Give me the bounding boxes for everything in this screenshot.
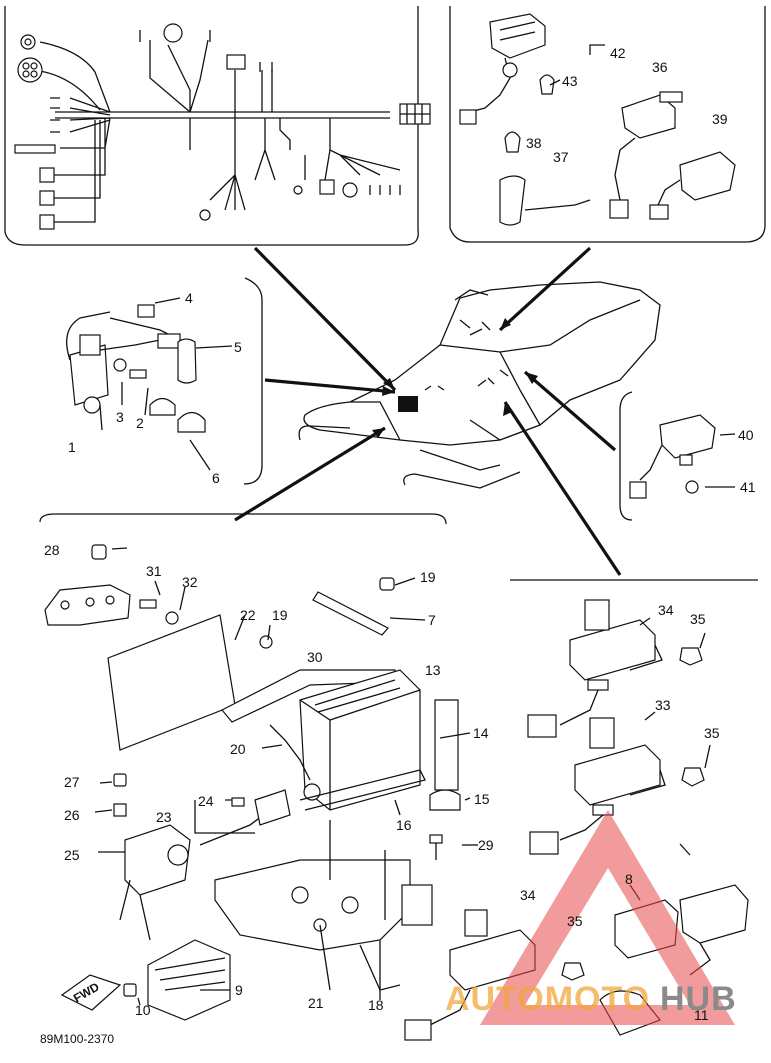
callout-34-top: 34 bbox=[658, 602, 674, 618]
part-code: 89M100-2370 bbox=[40, 1032, 114, 1046]
callout-8: 8 bbox=[625, 871, 633, 887]
callout-30: 30 bbox=[307, 649, 323, 665]
callout-21: 21 bbox=[308, 995, 324, 1011]
callout-19-mid: 19 bbox=[272, 607, 288, 623]
callout-36: 36 bbox=[652, 59, 668, 75]
callout-40: 40 bbox=[738, 427, 754, 443]
watermark-text-part2: HUB bbox=[660, 980, 737, 1018]
callout-39: 39 bbox=[712, 111, 728, 127]
snowmobile-outline bbox=[298, 281, 661, 489]
callout-10: 10 bbox=[135, 1002, 151, 1018]
callout-35-top: 35 bbox=[690, 611, 706, 627]
callout-34-bottom: 34 bbox=[520, 887, 536, 903]
ignition-coil-parts bbox=[66, 304, 206, 433]
callout-43: 43 bbox=[562, 73, 578, 89]
callout-28: 28 bbox=[44, 542, 60, 558]
callout-25: 25 bbox=[64, 847, 80, 863]
callout-1: 1 bbox=[68, 439, 76, 455]
callout-2: 2 bbox=[136, 415, 144, 431]
callout-19-top: 19 bbox=[420, 569, 436, 585]
callout-16: 16 bbox=[396, 817, 412, 833]
callout-4: 4 bbox=[185, 290, 193, 306]
callout-29: 29 bbox=[478, 837, 494, 853]
callout-18: 18 bbox=[368, 997, 384, 1013]
callout-numbers: 1 2 3 4 5 6 7 8 9 10 11 13 14 15 16 18 1… bbox=[44, 45, 756, 1023]
callout-7: 7 bbox=[428, 612, 436, 628]
wire-harness-2 bbox=[14, 23, 431, 230]
callout-31: 31 bbox=[146, 563, 162, 579]
callout-37: 37 bbox=[553, 149, 569, 165]
callout-22: 22 bbox=[240, 607, 256, 623]
callout-26: 26 bbox=[64, 807, 80, 823]
callout-23: 23 bbox=[156, 809, 172, 825]
callout-5: 5 bbox=[234, 339, 242, 355]
callout-33: 33 bbox=[655, 697, 671, 713]
lamp-and-switch-parts bbox=[459, 13, 736, 226]
battery-bracket-assembly bbox=[44, 544, 461, 1021]
panel-frames bbox=[4, 6, 766, 581]
callout-3: 3 bbox=[116, 409, 124, 425]
callout-6: 6 bbox=[212, 470, 220, 486]
callout-27: 27 bbox=[64, 774, 80, 790]
callout-32: 32 bbox=[182, 574, 198, 590]
callout-24: 24 bbox=[198, 793, 214, 809]
callout-38: 38 bbox=[526, 135, 542, 151]
callout-15: 15 bbox=[474, 791, 490, 807]
leader-lines bbox=[234, 246, 622, 576]
callout-41: 41 bbox=[740, 479, 756, 495]
watermark-triangle bbox=[480, 810, 735, 1025]
watermark: AUTOMOTO HUB bbox=[445, 810, 737, 1025]
callout-13: 13 bbox=[425, 662, 441, 678]
callout-20: 20 bbox=[230, 741, 246, 757]
relay-part-40 bbox=[629, 414, 716, 499]
callout-11: 11 bbox=[694, 1007, 709, 1023]
watermark-text-part1: AUTOMOTO bbox=[445, 980, 650, 1018]
callout-9: 9 bbox=[235, 982, 243, 998]
callout-35-mid: 35 bbox=[704, 725, 720, 741]
callout-35-bottom: 35 bbox=[567, 913, 583, 929]
callout-42: 42 bbox=[610, 45, 626, 61]
callout-14: 14 bbox=[473, 725, 489, 741]
